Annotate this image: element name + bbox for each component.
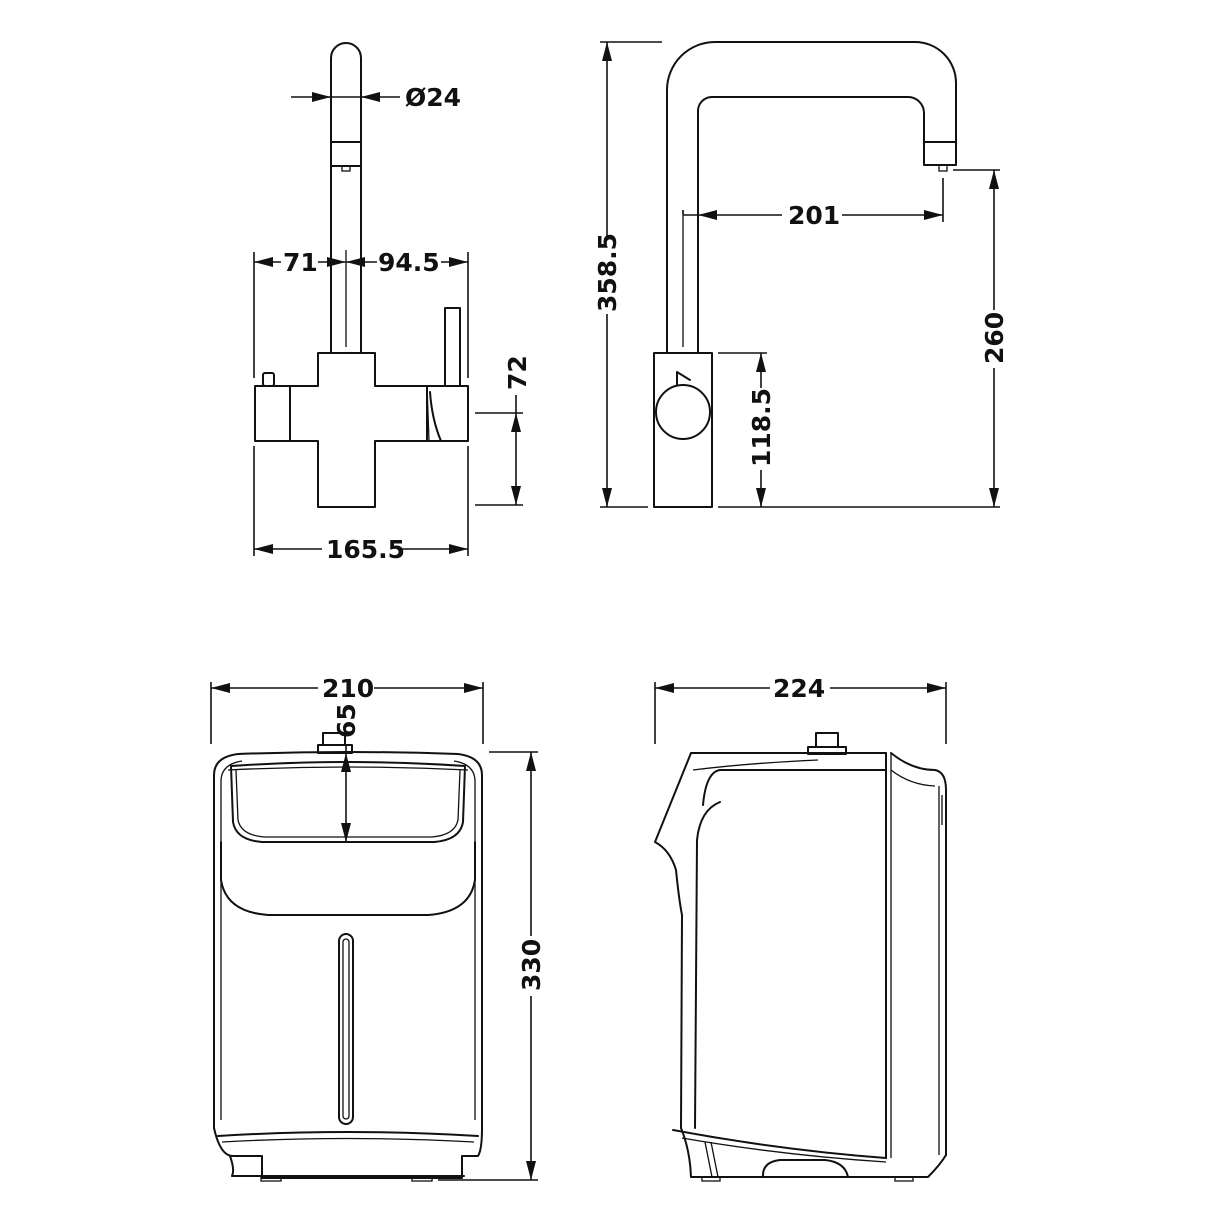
tank-front-window	[230, 761, 466, 843]
tap-side-view	[653, 41, 957, 508]
body-height-label: 72	[503, 355, 532, 390]
tank-level-slot	[338, 933, 354, 1125]
tank-front-base	[213, 1127, 483, 1179]
tank-connector-thread	[322, 732, 346, 746]
spout-outer	[666, 41, 957, 354]
tank-side-shell	[654, 752, 887, 1129]
tank-width-label: 210	[322, 674, 374, 703]
lever-housing	[426, 385, 469, 442]
overall-height-label: 358.5	[593, 233, 622, 312]
spout-diameter-label: Ø24	[405, 83, 461, 112]
connector-height-label: 65	[332, 703, 361, 738]
tank-depth-label: 224	[773, 674, 825, 703]
right-offset-label: 94.5	[378, 248, 440, 277]
tap-side-dimensions: 358.5 201 260 118.5	[593, 41, 1009, 508]
tank-side-dimensions: 224	[654, 674, 947, 744]
spout-tube	[330, 42, 362, 354]
tank-side-view	[654, 732, 947, 1182]
lever-handle	[444, 307, 461, 387]
tank-front-view	[213, 732, 483, 1182]
side-body-height-label: 118.5	[747, 388, 776, 467]
tap-body	[254, 352, 428, 508]
tap-front-view	[254, 42, 469, 508]
spout-reach-label: 201	[788, 201, 840, 230]
overall-width-label: 165.5	[326, 535, 405, 564]
left-offset-label: 71	[283, 248, 318, 277]
spout-clearance-label: 260	[980, 312, 1009, 364]
tank-height-label: 330	[517, 939, 546, 991]
tank-front-dimensions: 210 65 330	[210, 674, 546, 1181]
tap-side-knob	[655, 384, 711, 440]
tap-front-dimensions: Ø24 71 94.5 72 165.5	[253, 83, 532, 564]
tap-side-body	[653, 352, 713, 508]
side-connector-thread	[815, 732, 839, 748]
left-knob	[262, 372, 275, 387]
